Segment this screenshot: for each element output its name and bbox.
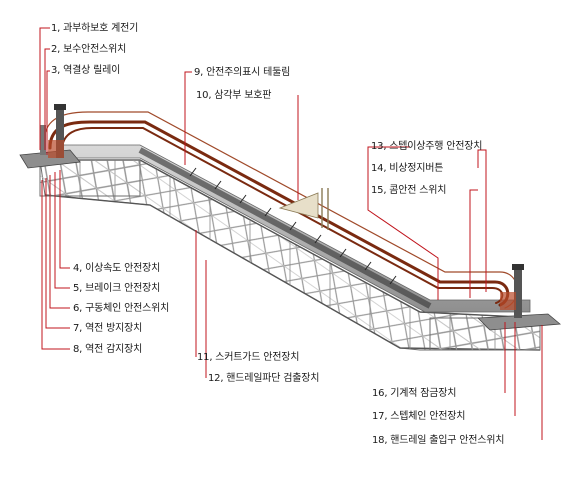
triangle-guard-plate <box>278 188 329 230</box>
truss-frame <box>39 159 541 351</box>
label-step-chain-safety-device: 17, 스텝체인 안전장치 <box>372 411 466 422</box>
label-step-abnormal-travel-device: 13, 스텝이상주행 안전장치 <box>371 141 483 152</box>
label-brake-safety-device: 5, 브레이크 안전장치 <box>73 283 161 294</box>
balustrade <box>59 144 531 313</box>
label-phase-reversal-relay: 3, 역결상 릴레이 <box>51 65 121 76</box>
lower-landing <box>477 264 562 331</box>
label-mechanical-lock-device: 16, 기계적 잠금장치 <box>372 388 457 399</box>
label-handrail-breakage-detector: 12, 핸드레일파단 검출장치 <box>208 373 320 384</box>
label-triangle-guard-plate: 10, 삼각부 보호판 <box>196 90 272 101</box>
label-emergency-stop-button: 14, 비상정지버튼 <box>371 163 444 174</box>
label-comb-safety-switch: 15, 콤안전 스위치 <box>371 185 447 196</box>
label-reverse-prevention-device: 7, 역전 방지장치 <box>73 323 143 334</box>
label-drive-chain-safety-switch: 6, 구동체인 안전스위치 <box>73 303 170 314</box>
label-overspeed-safety-device: 4, 이상속도 안전장치 <box>73 263 161 274</box>
label-handrail-entry-safety-switch: 18, 핸드레일 출입구 안전스위치 <box>372 435 505 446</box>
label-overload-relay: 1, 과부하보호 계전기 <box>51 23 139 34</box>
upper-landing <box>19 104 81 169</box>
leader-lines <box>39 27 543 440</box>
label-safety-caution-border: 9, 안전주의표시 테둘림 <box>194 67 291 78</box>
label-reverse-detection-device: 8, 역전 감지장치 <box>73 344 143 355</box>
label-skirt-guard-safety-device: 11, 스커트가드 안전장치 <box>197 352 300 363</box>
label-maintenance-safety-switch: 2, 보수안전스위치 <box>51 44 127 55</box>
